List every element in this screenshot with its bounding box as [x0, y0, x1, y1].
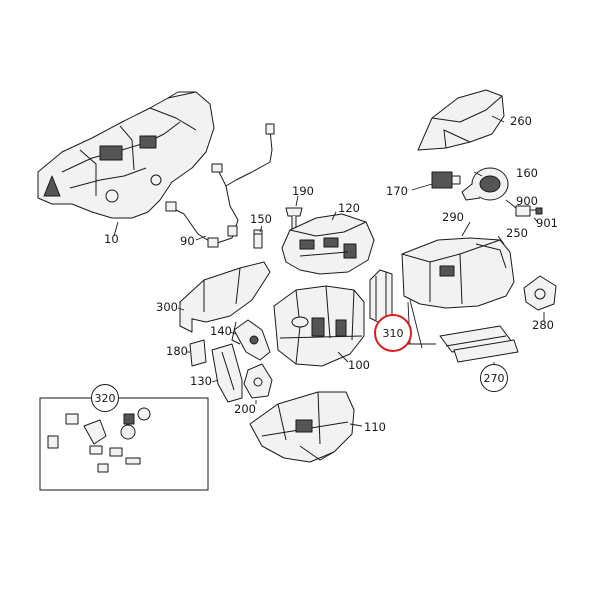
label-120: 120: [338, 201, 360, 215]
label-900: 900: [516, 194, 538, 208]
label-901: 901: [536, 216, 558, 230]
callout-310-highlighted: 310: [374, 314, 412, 352]
part-320-kit-contents: [47, 407, 151, 473]
callout-270-text: 270: [483, 371, 505, 385]
part-250-blower-housing: [401, 237, 515, 309]
part-110-lower-housing: [249, 391, 355, 463]
label-280: 280: [532, 318, 554, 332]
part-190-screw: [285, 207, 303, 231]
label-110: 110: [364, 420, 386, 434]
part-901-connector: [535, 207, 543, 215]
label-250: 250: [506, 226, 528, 240]
part-150-clip: [253, 229, 263, 249]
callout-320-text: 320: [94, 391, 116, 405]
part-140-actuator-linkage: [231, 319, 271, 361]
label-180: 180: [166, 344, 188, 358]
callout-310-text: 310: [382, 326, 404, 340]
label-190: 190: [292, 184, 314, 198]
part-130-duct: [211, 343, 243, 403]
part-260-intake-cover: [417, 89, 505, 151]
callout-320: 320: [91, 384, 119, 412]
label-170: 170: [386, 184, 408, 198]
label-260: 260: [510, 114, 532, 128]
label-200: 200: [234, 402, 256, 416]
part-200-actuator: [243, 363, 273, 399]
part-120-upper-housing: [281, 213, 375, 275]
label-90: 90: [180, 234, 195, 248]
part-170-resistor: [431, 171, 461, 189]
part-160-blower-motor: [461, 167, 509, 201]
part-100-main-housing: [273, 285, 365, 367]
part-10-hvac-assembly: [37, 91, 215, 219]
label-290: 290: [442, 210, 464, 224]
detail-frame: [39, 397, 209, 491]
label-130: 130: [190, 374, 212, 388]
part-270-filter-strip: [439, 325, 519, 363]
label-160: 160: [516, 166, 538, 180]
part-90-wiring-harness: [165, 123, 275, 248]
part-280-servo-bracket: [523, 275, 557, 311]
label-10: 10: [104, 232, 119, 246]
part-300-side-duct: [179, 261, 271, 333]
label-140: 140: [210, 324, 232, 338]
part-900-sensor: [515, 205, 536, 217]
label-100: 100: [348, 358, 370, 372]
part-180-bracket: [189, 339, 207, 367]
label-300: 300: [156, 300, 178, 314]
label-150: 150: [250, 212, 272, 226]
callout-270: 270: [480, 364, 508, 392]
